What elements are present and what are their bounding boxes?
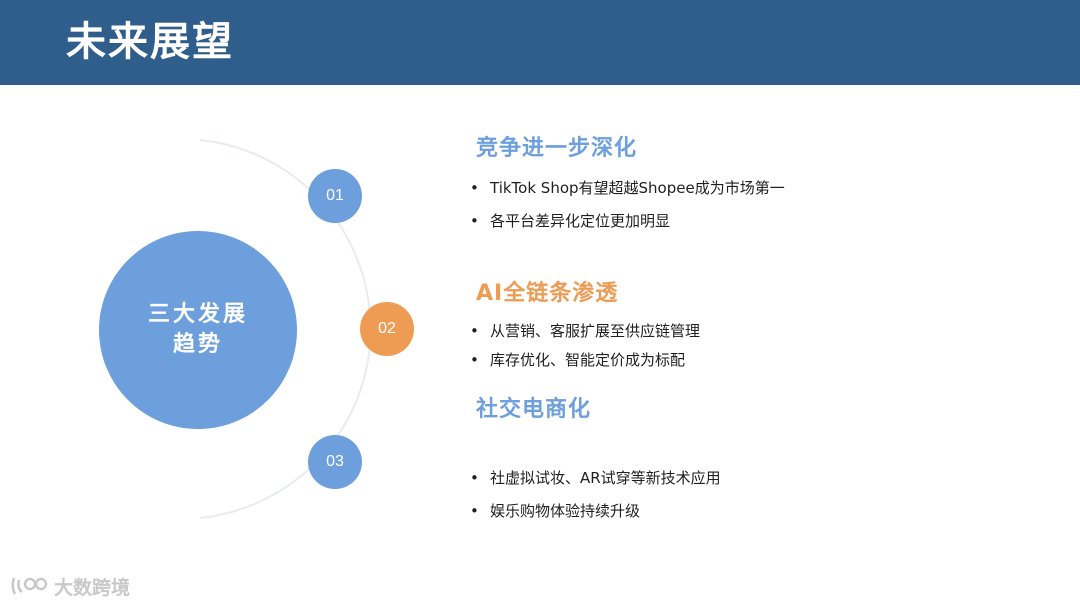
main-circle-line1: 三大发展 (147, 302, 248, 327)
bullet-dot: • (470, 322, 479, 340)
main-circle: 三大发展 趋势 (99, 231, 297, 429)
bullet-dot: • (470, 212, 479, 230)
badge-03: 03 (308, 435, 362, 489)
bullet-dot: • (470, 502, 479, 520)
bullet-1-1: •TikTok Shop有望超越Shopee成为市场第一 (470, 179, 785, 197)
watermark-logo-icon (11, 577, 48, 595)
badge-01: 01 (308, 169, 362, 223)
bullet-dot: • (470, 351, 479, 369)
bullet-3-1: •社虚拟试妆、AR试穿等新技术应用 (470, 469, 721, 487)
page-title: 未来展望 (66, 19, 234, 65)
bullet-3-2: •娱乐购物体验持续升级 (470, 502, 641, 520)
bullet-2-1: •从营销、客服扩展至供应链管理 (470, 322, 701, 340)
section-title-2: AI全链条渗透 (476, 281, 619, 306)
bullet-1-2: •各平台差异化定位更加明显 (470, 212, 671, 230)
section-title-3: 社交电商化 (476, 397, 592, 422)
section-title-1: 竞争进一步深化 (476, 136, 638, 161)
watermark-text: 大数跨境 (54, 576, 131, 599)
main-circle-line2: 趋势 (172, 332, 223, 357)
bullet-2-2: •库存优化、智能定价成为标配 (470, 351, 686, 369)
bullet-dot: • (470, 469, 479, 487)
bullet-dot: • (470, 179, 479, 197)
header-bar: 未来展望 (0, 0, 1080, 85)
watermark: 大数跨境 (10, 572, 130, 600)
badge-02: 02 (360, 302, 414, 356)
